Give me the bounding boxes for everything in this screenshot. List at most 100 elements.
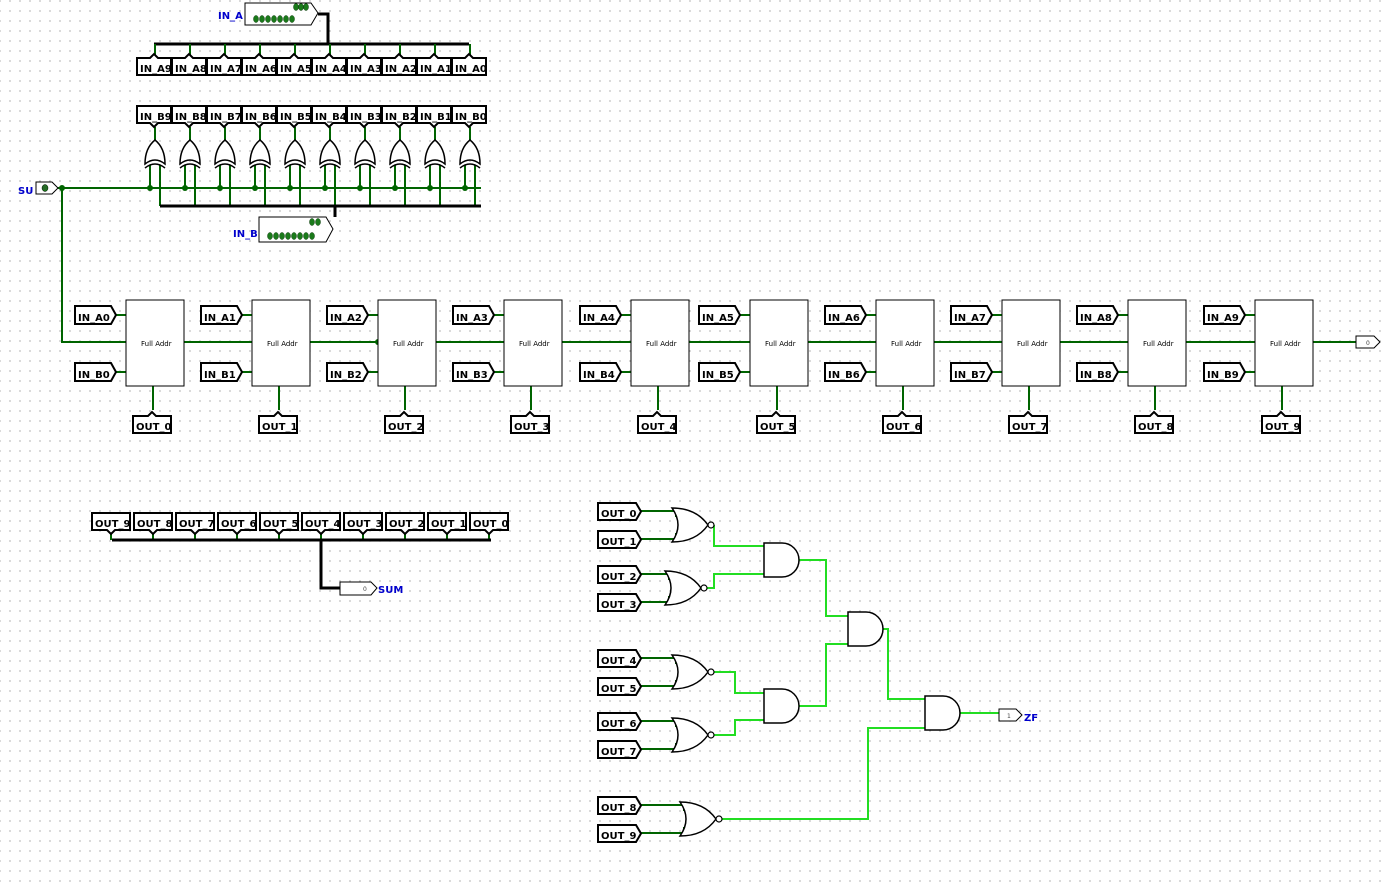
tunnel-out_8-zf-label: OUT_8 [601, 803, 636, 814]
tunnel-out_8-sum-label: OUT_8 [1138, 422, 1173, 433]
tunnel-in_a4: IN_A4 [311, 52, 347, 76]
tunnel-in_a7-label: IN_A7 [210, 64, 242, 75]
in-a-bit[interactable] [253, 15, 259, 23]
in-b-bit[interactable] [309, 232, 315, 240]
tunnel-in_b0: IN_B0 [451, 105, 487, 129]
in-b-bit[interactable] [297, 232, 303, 240]
in-a-bit[interactable] [265, 15, 271, 23]
tunnel-out_4-zf-label: OUT_4 [601, 656, 636, 667]
full-adder-label: Full Addr [1270, 340, 1301, 348]
tunnel-in_b5: IN_B5 [276, 105, 312, 129]
tunnel-out_6-sum-label: OUT_6 [886, 422, 921, 433]
tunnel-in_a1: IN_A1 [416, 52, 452, 76]
tunnel-out_6-sum: OUT_6 [882, 410, 922, 434]
tunnel-in_b9-adder-label: IN_B9 [1207, 370, 1239, 381]
tunnel-in_b4-adder-label: IN_B4 [583, 370, 615, 381]
tunnel-in_b0-label: IN_B0 [455, 112, 487, 123]
in-a-bit[interactable] [293, 3, 299, 11]
tunnel-out_7-sum-label: OUT_7 [1012, 422, 1047, 433]
in-b-bit[interactable] [315, 218, 321, 226]
full-adder-label: Full Addr [646, 340, 677, 348]
in-b-bit[interactable] [279, 232, 285, 240]
full-adder-label: Full Addr [393, 340, 424, 348]
tunnel-in_b4-label: IN_B4 [315, 112, 347, 123]
tunnel-in_b5-adder: IN_B5 [698, 362, 742, 382]
tunnel-out_2-zf: OUT_2 [597, 565, 643, 584]
input-pin-in-a[interactable] [244, 2, 319, 26]
tunnel-out_0-sum: OUT_0 [132, 410, 172, 434]
tunnel-in_a3-adder-label: IN_A3 [456, 313, 488, 324]
tunnel-in_b7-adder-label: IN_B7 [954, 370, 986, 381]
tunnel-in_b3-adder: IN_B3 [452, 362, 496, 382]
tunnel-out_3-sum: OUT_3 [510, 410, 550, 434]
tunnel-out_1-splitter: OUT_1 [427, 512, 467, 536]
tunnel-in_b6-label: IN_B6 [245, 112, 277, 123]
tunnel-out_4-sum: OUT_4 [637, 410, 677, 434]
tunnel-in_b7-adder: IN_B7 [950, 362, 994, 382]
and-gate [847, 611, 884, 647]
tunnel-in_a5-label: IN_A5 [280, 64, 312, 75]
tunnel-in_b3-label: IN_B3 [350, 112, 382, 123]
full-adder-8: Full Addr [1127, 299, 1187, 387]
full-adder-2: Full Addr [377, 299, 437, 387]
full-adder-4: Full Addr [630, 299, 690, 387]
nor-gate [670, 654, 715, 690]
tunnel-out_0-zf: OUT_0 [597, 502, 643, 521]
tunnel-in_b5-label: IN_B5 [280, 112, 312, 123]
in-a-bit[interactable] [283, 15, 289, 23]
in-b-bit[interactable] [309, 218, 315, 226]
tunnel-in_b7: IN_B7 [206, 105, 242, 129]
tunnel-out_5-splitter-label: OUT_5 [263, 519, 298, 530]
input-pin-su[interactable]: 0 [35, 181, 59, 195]
tunnel-in_a1-adder-label: IN_A1 [204, 313, 236, 324]
in-a-bit[interactable] [271, 15, 277, 23]
tunnel-in_b2: IN_B2 [381, 105, 417, 129]
tunnel-out_6-zf-label: OUT_6 [601, 719, 636, 730]
in-a-bit[interactable] [289, 15, 295, 23]
in-a-bit[interactable] [298, 3, 304, 11]
tunnel-out_9-zf-label: OUT_9 [601, 831, 636, 842]
tunnel-in_a6: IN_A6 [241, 52, 277, 76]
tunnel-out_1-zf: OUT_1 [597, 530, 643, 549]
in-a-label: IN_A [218, 11, 243, 22]
in-a-bit[interactable] [277, 15, 283, 23]
tunnel-in_a7-adder: IN_A7 [950, 305, 994, 325]
xor-gate [319, 139, 341, 169]
tunnel-in_b7-label: IN_B7 [210, 112, 242, 123]
tunnel-in_b1-adder-label: IN_B1 [204, 370, 236, 381]
tunnel-in_a5-adder-label: IN_A5 [702, 313, 734, 324]
tunnel-in_a4-adder-label: IN_A4 [583, 313, 615, 324]
xor-gate [284, 139, 306, 169]
tunnel-in_b2-adder-label: IN_B2 [330, 370, 362, 381]
tunnel-in_b6: IN_B6 [241, 105, 277, 129]
full-adder-3: Full Addr [503, 299, 563, 387]
in-a-bit[interactable] [303, 3, 309, 11]
tunnel-out_6-zf: OUT_6 [597, 712, 643, 731]
full-adder-6: Full Addr [875, 299, 935, 387]
tunnel-in_a2-adder-label: IN_A2 [330, 313, 362, 324]
tunnel-in_b8-label: IN_B8 [175, 112, 207, 123]
nor-gate [670, 717, 715, 753]
tunnel-in_b2-label: IN_B2 [385, 112, 417, 123]
tunnel-out_0-sum-label: OUT_0 [136, 422, 171, 433]
tunnel-out_5-sum-label: OUT_5 [760, 422, 795, 433]
in-b-bit[interactable] [273, 232, 279, 240]
in-b-bit[interactable] [291, 232, 297, 240]
tunnel-in_a2-adder: IN_A2 [326, 305, 370, 325]
tunnel-out_1-splitter-label: OUT_1 [431, 519, 466, 530]
zf-value: 1 [1007, 713, 1011, 720]
tunnel-in_b3-adder-label: IN_B3 [456, 370, 488, 381]
zf-label: ZF [1024, 713, 1038, 724]
su-label: SU [18, 186, 33, 197]
tunnel-in_b2-adder: IN_B2 [326, 362, 370, 382]
tunnel-out_0-splitter: OUT_0 [469, 512, 509, 536]
in-b-bit[interactable] [285, 232, 291, 240]
in-b-bit[interactable] [303, 232, 309, 240]
in-b-bit[interactable] [267, 232, 273, 240]
output-pin-sum: 0 [339, 581, 378, 596]
in-a-bit[interactable] [259, 15, 265, 23]
input-pin-in-b[interactable] [258, 216, 334, 243]
tunnel-in_a1-label: IN_A1 [420, 64, 452, 75]
full-adder-label: Full Addr [1017, 340, 1048, 348]
